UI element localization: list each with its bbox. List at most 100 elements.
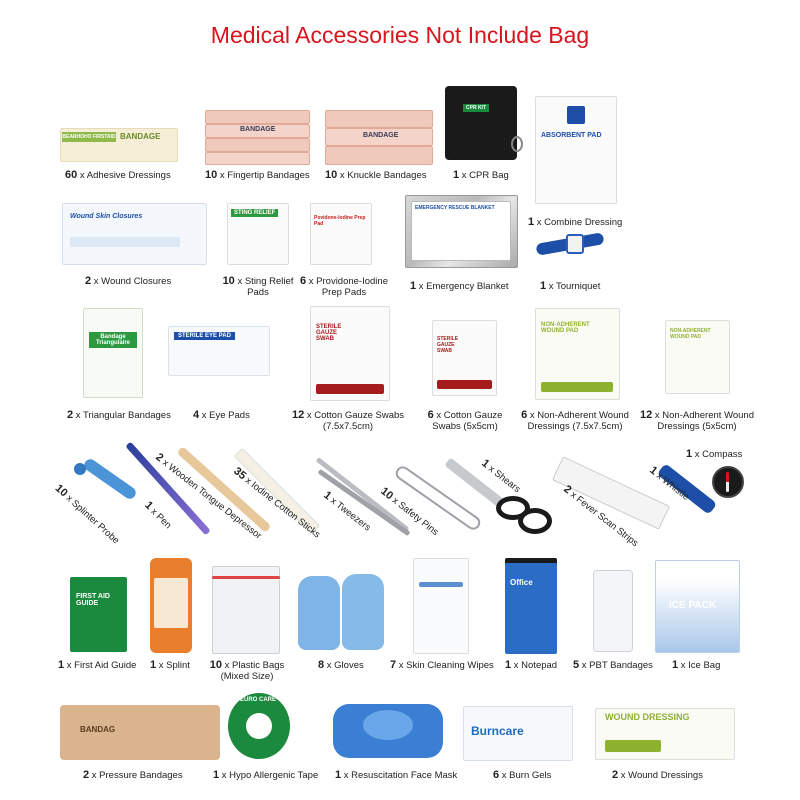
caption-compass: 1 x Compass — [686, 448, 743, 461]
wipe-package — [413, 558, 469, 654]
bandage-strip — [325, 128, 433, 146]
caption-skin-wipes: 7 x Skin Cleaning Wipes — [390, 659, 494, 672]
package-text: Office — [510, 578, 533, 587]
package-text: EURO CARE — [240, 697, 277, 703]
povidone-iodine-product: Povidone-Iodine Prep Pad — [310, 203, 372, 265]
bandage-strip — [205, 124, 310, 138]
zip-seal — [212, 576, 280, 579]
package-text: Povidone-Iodine Prep Pad — [314, 215, 366, 227]
caption-burn-gels: 6 x Burn Gels — [493, 769, 552, 782]
splinter-probe-product — [72, 455, 142, 510]
brand-band — [316, 384, 384, 394]
glove — [342, 574, 384, 650]
cpr-bag-label: CPR KIT — [463, 104, 489, 112]
shears-product — [440, 448, 552, 543]
package-text: Burncare — [471, 724, 524, 738]
caption-tape: 1 x Hypo Allergenic Tape — [213, 769, 319, 782]
plastic-bag — [212, 566, 280, 654]
package-text: Wound Skin Closures — [70, 213, 143, 220]
package-text: STING RELIEF — [231, 209, 279, 217]
caption-pbt-bandages: 5 x PBT Bandages — [573, 659, 653, 672]
caption-wound-closures: 2 x Wound Closures — [85, 275, 172, 288]
bandage-strip — [205, 138, 310, 152]
package-text: BANDAGE — [240, 126, 276, 133]
iodine-prep-pad — [310, 203, 372, 265]
splint-product — [150, 558, 192, 653]
face-mask-product — [333, 700, 443, 758]
package-text: NON-ADHERENT WOUND PAD — [670, 328, 711, 340]
package-text: STERILE GAUZE SWAB — [316, 324, 342, 342]
blue-cross-icon — [567, 106, 585, 124]
package-text: STERILE EYE PAD — [174, 332, 235, 340]
package-text: BANDAG — [80, 725, 116, 734]
caption-splint: 1 x Splint — [150, 659, 190, 672]
caption-triangular-bandages: 2 x Triangular Bandages — [67, 409, 171, 422]
burn-gel-sachet — [463, 706, 573, 761]
tourniquet-buckle — [566, 234, 584, 254]
glove — [298, 576, 340, 650]
combine-dressing-product: ABSORBENT PAD — [535, 96, 617, 204]
caption-tourniquet: 1 x Tourniquet — [540, 280, 601, 293]
splint-label — [154, 578, 188, 628]
wound-closure-package — [62, 203, 207, 265]
bandage-strip — [325, 110, 433, 128]
package-text: EMERGENCY RESCUE BLANKET — [415, 205, 495, 211]
cpr-bag-product: CPR KIT — [443, 86, 523, 164]
probe-tip — [74, 463, 86, 475]
ice-bag-product: ICE PACK — [655, 560, 740, 653]
caption-pressure-bandages: 2 x Pressure Bandages — [83, 769, 183, 782]
knuckle-bandages-product: BANDAGE — [325, 110, 433, 165]
shears-blade — [444, 457, 506, 509]
pbt-bandage-roll — [593, 570, 633, 652]
mask-highlight — [363, 710, 413, 740]
emergency-blanket-product: EMERGENCY RESCUE BLANKET — [405, 195, 518, 268]
caption-fingertip-bandages: 10 x Fingertip Bandages — [205, 169, 310, 182]
non-adherent-large-product: NON-ADHERENT WOUND PAD — [535, 308, 620, 400]
caption-sting-relief: 10 x Sting Relief Pads — [222, 275, 294, 299]
package-text: WOUND DRESSING — [605, 712, 690, 722]
package-text: BANDAGE — [120, 132, 161, 141]
keyring — [511, 136, 523, 152]
whistle — [656, 463, 718, 515]
compass-needle — [726, 472, 729, 492]
brand-band — [541, 382, 613, 392]
caption-eye-pads: 4 x Eye Pads — [193, 409, 250, 422]
cpr-bag — [445, 86, 517, 160]
package-text: FIRST AID GUIDE — [76, 593, 110, 607]
non-adherent-small-product: NON-ADHERENT WOUND PAD — [665, 320, 730, 394]
triangular-bandage-package — [83, 308, 143, 398]
caption-providone-iodine: 6 x Providone-Iodine Prep Pads — [300, 275, 388, 299]
package-text: STERILE GAUZE SWAB — [437, 336, 459, 354]
bandage-strip — [325, 146, 433, 165]
wound-closures-product: Wound Skin Closures — [62, 203, 207, 265]
package-text: NON-ADHERENT WOUND PAD — [541, 322, 590, 334]
pressure-bandages-product: BANDAG — [60, 705, 220, 760]
caption-emergency-blanket: 1 x Emergency Blanket — [410, 280, 509, 293]
guide-book — [70, 577, 127, 652]
page-title: Medical Accessories Not Include Bag — [210, 22, 590, 48]
brand-label: BEARHOHO FIRSTAID — [62, 132, 116, 142]
caption-adhesive-dressings: 60 x Adhesive Dressings — [65, 169, 171, 182]
bandage-strip — [205, 152, 310, 165]
gauze-swab-small-product: STERILE GAUZE SWAB — [432, 320, 497, 396]
caption-plastic-bags: 10 x Plastic Bags (Mixed Size) — [209, 659, 285, 683]
package-text: BANDAGE — [363, 132, 399, 139]
sting-relief-product: STING RELIEF — [227, 203, 289, 265]
plastic-bags-product — [212, 566, 280, 654]
caption-wound-dressings: 2 x Wound Dressings — [612, 769, 703, 782]
caption-notepad: 1 x Notepad — [505, 659, 558, 672]
notepad — [505, 558, 557, 654]
info-stripe — [70, 237, 180, 247]
package-text: Bandage Triangulaire — [89, 332, 137, 348]
tape-core — [246, 713, 272, 739]
burn-gels-product: Burncare — [463, 706, 573, 761]
ice-pack — [655, 560, 740, 653]
caption-face-mask: 1 x Resuscitation Face Mask — [335, 769, 458, 782]
caption-knuckle-bandages: 10 x Knuckle Bandages — [325, 169, 427, 182]
wound-dressing-product: WOUND DRESSING — [595, 708, 735, 760]
caption-gauze-small: 6 x Cotton Gauze Swabs (5x5cm) — [427, 409, 503, 433]
triangular-bandage-product: Bandage Triangulaire — [83, 308, 143, 398]
eye-pads-product: STERILE EYE PAD — [168, 326, 270, 376]
caption-gloves: 8 x Gloves — [318, 659, 364, 672]
first-aid-guide-product: FIRST AID GUIDE — [70, 577, 127, 652]
